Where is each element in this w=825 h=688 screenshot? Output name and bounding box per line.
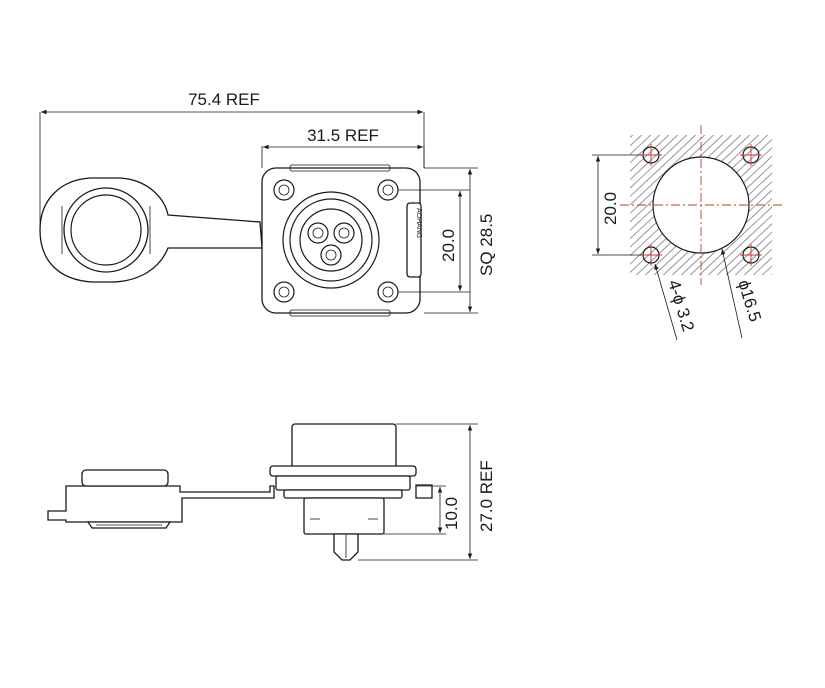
cutout-hole-bl [640,244,662,266]
mounting-hole-bl [273,281,295,303]
dim-hole-spacing-front: 20.0 [398,189,470,293]
dim-flange-width-label: 31.5 REF [307,126,379,145]
hatch-line [775,130,825,280]
cutout-hole-br [740,244,762,266]
hatch-line [630,135,711,275]
hatch-line [738,135,772,275]
hatch-line [693,135,772,275]
dim-side-depth-label: 10.0 [442,497,461,530]
dim-side-height-label: 27.0 REF [477,460,496,532]
dust-cap [39,177,263,283]
leader-mount-holes: 4-ϕ 3.2 [654,263,698,341]
front-view: AOHANG 75.4 REF 31.5 REF 20.0 S [39,90,496,317]
dim-overall-length-label: 75.4 REF [188,90,260,109]
hatch-line [711,135,772,275]
hatch-line [630,135,702,275]
panel-cutout-view: 20.0 4-ϕ 3.2 ϕ16.5 [592,125,825,341]
cutout-hole-tl [640,144,662,166]
hatch-line [630,135,693,275]
mounting-hole-tl [273,179,295,201]
cutout-diameter-label: ϕ16.5 [734,278,765,324]
dim-hole-spacing-cutout-label: 20.0 [601,192,620,225]
cutout-hole-tr [740,144,762,166]
hatch-line [657,135,772,275]
cap-side [47,469,275,529]
connector-side [269,423,433,561]
dim-square: SQ 28.5 [424,167,496,314]
receptacle-face [282,191,380,289]
dim-side-height: 27.0 REF [358,423,496,561]
hatch-line [630,135,729,275]
dim-flange-width: 31.5 REF [261,126,425,168]
dim-square-label: SQ 28.5 [477,214,496,276]
dim-side-depth: 10.0 [384,485,461,535]
mount-holes-label: 4-ϕ 3.2 [664,278,698,334]
hatch-line [702,135,772,275]
dim-hole-spacing-cutout: 20.0 [592,154,642,256]
hatch-line [675,135,772,275]
latch-label: AOHANG [415,208,422,238]
dim-hole-spacing-front-label: 20.0 [439,229,458,262]
square-flange: AOHANG [261,164,422,317]
side-view: 10.0 27.0 REF [47,423,496,561]
